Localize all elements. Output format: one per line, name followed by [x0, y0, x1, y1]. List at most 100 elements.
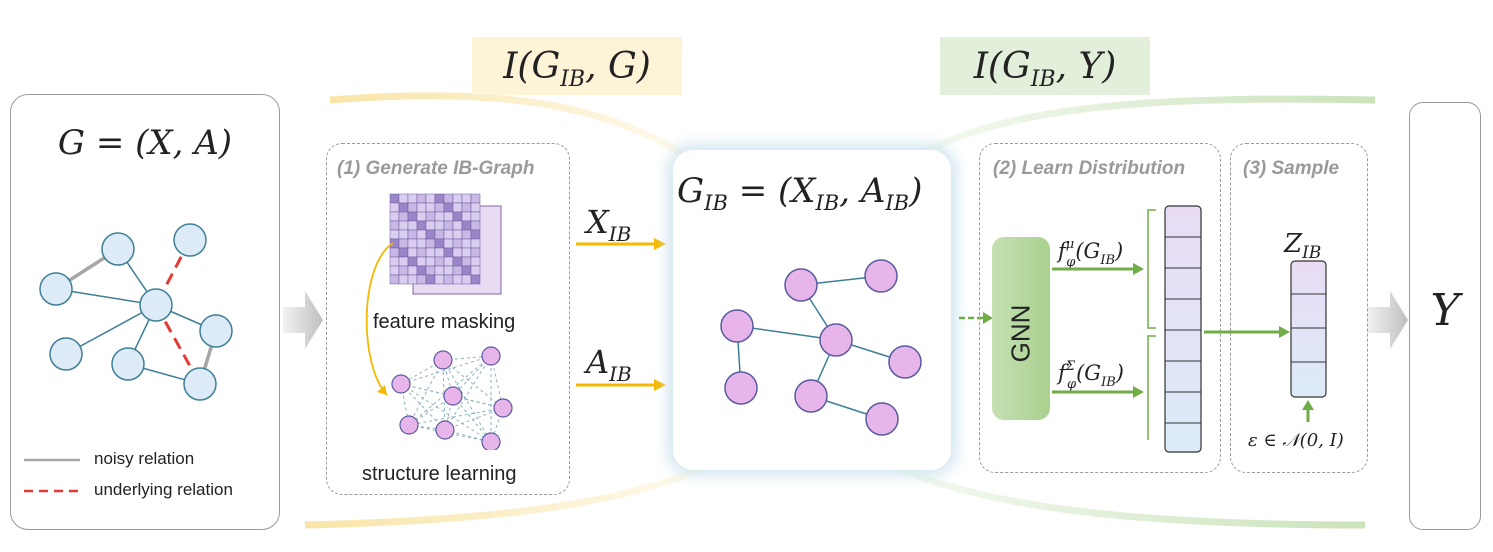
matrix-cell — [470, 265, 481, 276]
input-graph-title: G = (X, A) — [58, 123, 232, 163]
step2-panel — [979, 143, 1221, 473]
structure-learning-label: structure learning — [362, 463, 517, 485]
matrix-cell — [470, 274, 481, 285]
matrix-cell — [452, 274, 463, 285]
svg-text:ZIB: ZIB — [1283, 229, 1321, 262]
structure-node — [399, 415, 419, 435]
matrix-cell — [461, 238, 472, 249]
structure-node — [435, 420, 455, 440]
matrix-cell — [425, 229, 436, 240]
output-panel — [1409, 102, 1481, 530]
candidate-edge — [400, 355, 492, 385]
matrix-cell — [443, 220, 454, 231]
matrix-cell — [461, 229, 472, 240]
matrix-cell — [389, 193, 400, 204]
ib-node — [724, 371, 758, 405]
matrix-cell — [461, 193, 472, 204]
matrix-cell — [443, 256, 454, 267]
matrix-cell — [416, 247, 427, 258]
matrix-cell — [389, 211, 400, 222]
step3-title: (3) Sample — [1243, 158, 1340, 179]
candidate-edge — [442, 359, 504, 409]
masking-to-structure-arrow — [365, 242, 394, 396]
svg-text:G = (X, A): G = (X, A) — [58, 123, 232, 163]
svg-text:I(GIB, G): I(GIB, G) — [502, 46, 651, 92]
matrix-cell — [461, 256, 472, 267]
candidate-edge — [442, 359, 492, 443]
matrix-cell — [407, 193, 418, 204]
mi-term-right — [940, 37, 1150, 95]
candidate-edge — [452, 395, 492, 443]
matrix-cell — [443, 202, 454, 213]
legend-underlying-label: underlying relation — [94, 480, 233, 499]
matrix-cell — [407, 202, 418, 213]
matrix-cell — [434, 193, 445, 204]
svg-text:fμφ(GIB): fμφ(GIB) — [1056, 237, 1123, 270]
matrix-cell — [416, 193, 427, 204]
graph-node — [49, 337, 83, 371]
matrix-cell — [425, 220, 436, 231]
matrix-cell — [398, 202, 409, 213]
matrix-cell — [389, 202, 400, 213]
ib-node — [888, 345, 922, 379]
graph-node — [39, 272, 73, 306]
svg-text:ε ∈ 𝒩(0, I): ε ∈ 𝒩(0, I) — [1248, 430, 1344, 451]
candidate-edge — [444, 407, 504, 431]
matrix-cell — [434, 220, 445, 231]
svg-text:I(GIB, Y): I(GIB, Y) — [973, 46, 1117, 92]
matrix-cell — [425, 238, 436, 249]
graph-node — [111, 347, 145, 381]
matrix-cell — [470, 256, 481, 267]
step1-title: (1) Generate IB-Graph — [337, 158, 535, 179]
graph-node — [199, 314, 233, 348]
matrix-cell — [443, 193, 454, 204]
matrix-cell — [425, 211, 436, 222]
matrix-cell — [398, 193, 409, 204]
feature-matrix — [389, 193, 502, 295]
step3-panel — [1230, 143, 1368, 473]
matrix-cell — [434, 256, 445, 267]
vector-to-z-arrow — [1204, 326, 1290, 338]
noise-arrow — [1302, 400, 1314, 422]
sample-to-output-arrow — [1368, 291, 1408, 349]
mi-term-left — [472, 37, 682, 95]
matrix-cell — [416, 265, 427, 276]
matrix-cell — [461, 274, 472, 285]
svg-text:AIB: AIB — [583, 343, 632, 386]
step1-panel — [326, 143, 570, 495]
matrix-cell — [452, 202, 463, 213]
matrix-cell — [452, 229, 463, 240]
ib-node — [720, 309, 754, 343]
matrix-cell — [461, 247, 472, 258]
matrix-cell — [434, 274, 445, 285]
matrix-cell — [443, 211, 454, 222]
matrix-cell — [470, 193, 481, 204]
structure-node — [443, 386, 463, 406]
input-graph — [39, 223, 233, 401]
graph-node — [173, 223, 207, 257]
structure-node — [493, 398, 513, 418]
structure-node — [481, 346, 501, 366]
matrix-cell — [452, 193, 463, 204]
matrix-cell — [470, 202, 481, 213]
matrix-cell — [416, 202, 427, 213]
matrix-cell — [461, 211, 472, 222]
matrix-cell — [461, 220, 472, 231]
graph-node — [183, 367, 217, 401]
ib-node — [794, 379, 828, 413]
matrix-cell — [425, 265, 436, 276]
matrix-cell — [425, 247, 436, 258]
matrix-cell — [425, 193, 436, 204]
gnn-label: GNN — [1005, 304, 1036, 363]
matrix-cell — [389, 220, 400, 231]
matrix-cell — [470, 238, 481, 249]
matrix-cell — [416, 274, 427, 285]
matrix-cell — [470, 229, 481, 240]
matrix-cell — [416, 256, 427, 267]
graph-node — [101, 232, 135, 266]
ib-graph-panel — [673, 150, 951, 470]
structure-node — [481, 432, 501, 450]
underlying-edge — [154, 304, 202, 385]
